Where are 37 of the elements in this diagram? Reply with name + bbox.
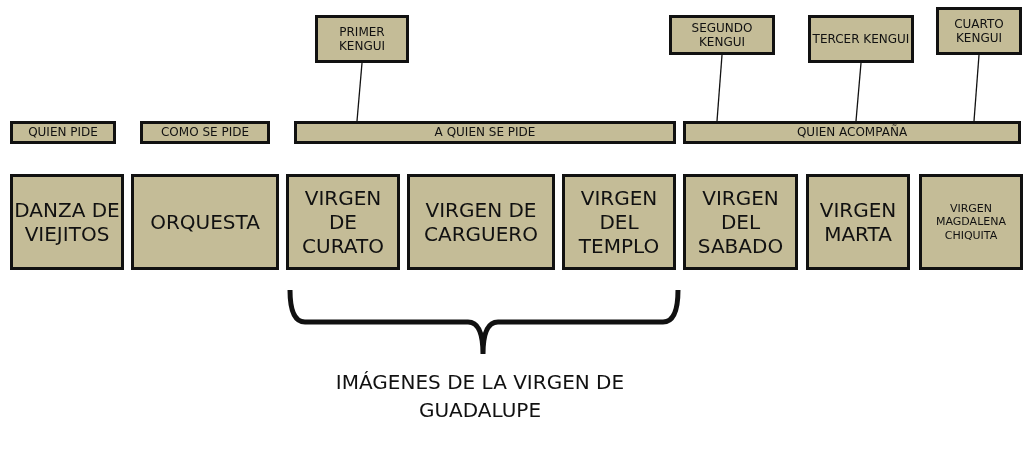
callout-text: PRIMER KENGUI	[337, 24, 387, 54]
leader-line	[716, 54, 723, 122]
item-label: VIRGEN DEL SABADO	[696, 186, 785, 258]
category-label: A QUIEN SE PIDE	[434, 125, 536, 140]
category-label: QUIEN ACOMPAÑA	[796, 125, 908, 140]
item-label: DANZA DE VIEJITOS	[13, 198, 121, 246]
category-label: COMO SE PIDE	[160, 125, 250, 140]
item-label: VIRGEN DE CARGUERO	[423, 198, 539, 246]
callout-text: CUARTO KENGUI	[953, 16, 1005, 46]
item-box	[407, 174, 555, 270]
callout-text: SEGUNDO KENGUI	[690, 20, 754, 50]
item-box	[806, 174, 910, 270]
leader-line	[855, 62, 862, 122]
category-band	[683, 121, 1021, 144]
item-box	[562, 174, 676, 270]
leader-line	[973, 54, 980, 122]
item-label: VIRGEN DEL TEMPLO	[577, 186, 661, 258]
bracket-caption: IMÁGENES DE LA VIRGEN DE GUADALUPE	[334, 369, 626, 424]
item-label: VIRGEN MARTA	[818, 198, 898, 246]
item-box	[286, 174, 400, 270]
callout-box	[669, 15, 775, 55]
callout-text: TERCER KENGUI	[812, 31, 910, 47]
callout-box	[936, 7, 1022, 55]
category-band	[140, 121, 270, 144]
callout-box	[315, 15, 409, 63]
category-band	[294, 121, 676, 144]
leader-line	[356, 62, 363, 122]
item-label: VIRGEN DE CURATO	[301, 186, 385, 258]
item-box	[683, 174, 798, 270]
category-label: QUIEN PIDE	[28, 125, 98, 140]
callout-box	[808, 15, 914, 63]
item-box	[919, 174, 1023, 270]
item-box	[131, 174, 279, 270]
category-band	[10, 121, 116, 144]
item-label: ORQUESTA	[150, 210, 260, 234]
item-box	[10, 174, 124, 270]
item-label: VIRGEN MAGDALENA CHIQUITA	[935, 202, 1007, 242]
